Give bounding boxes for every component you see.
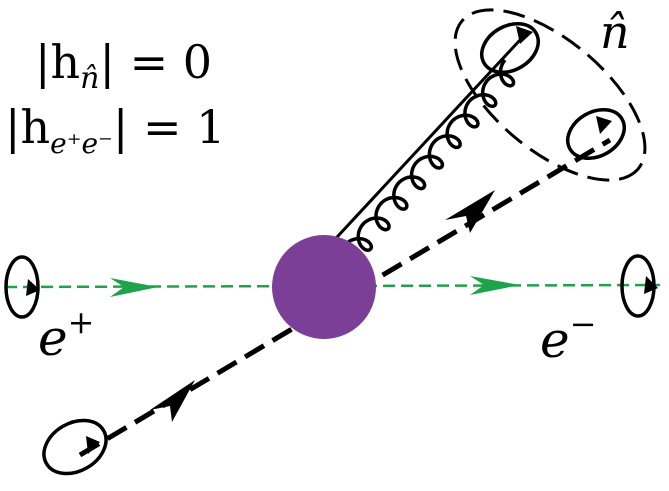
vertex-blob	[272, 235, 376, 339]
helicity-loop-gluon	[480, 22, 540, 74]
helicity-loop-positron	[4, 255, 40, 319]
helicity-loop-quark-out	[566, 108, 626, 160]
quark-arrow-lower	[150, 380, 195, 422]
jet-cone	[453, 8, 647, 182]
positron-label: e+	[38, 303, 94, 367]
helicity-loop-electron	[620, 254, 658, 318]
quark-arrow-upper	[445, 190, 495, 233]
lepton-arrow-right	[470, 276, 520, 295]
n-hat-label: n̂	[600, 5, 630, 59]
helicity-loop-quark-in	[42, 418, 108, 476]
helicity-ee-label: |he⁺e⁻| = 1	[5, 100, 225, 160]
gluon-axis	[323, 38, 522, 252]
helicity-n-label: |hn̂| = 0	[35, 35, 212, 96]
gluon-line	[343, 58, 516, 252]
lepton-arrow-left	[110, 278, 158, 297]
electron-label: e−	[540, 305, 596, 369]
